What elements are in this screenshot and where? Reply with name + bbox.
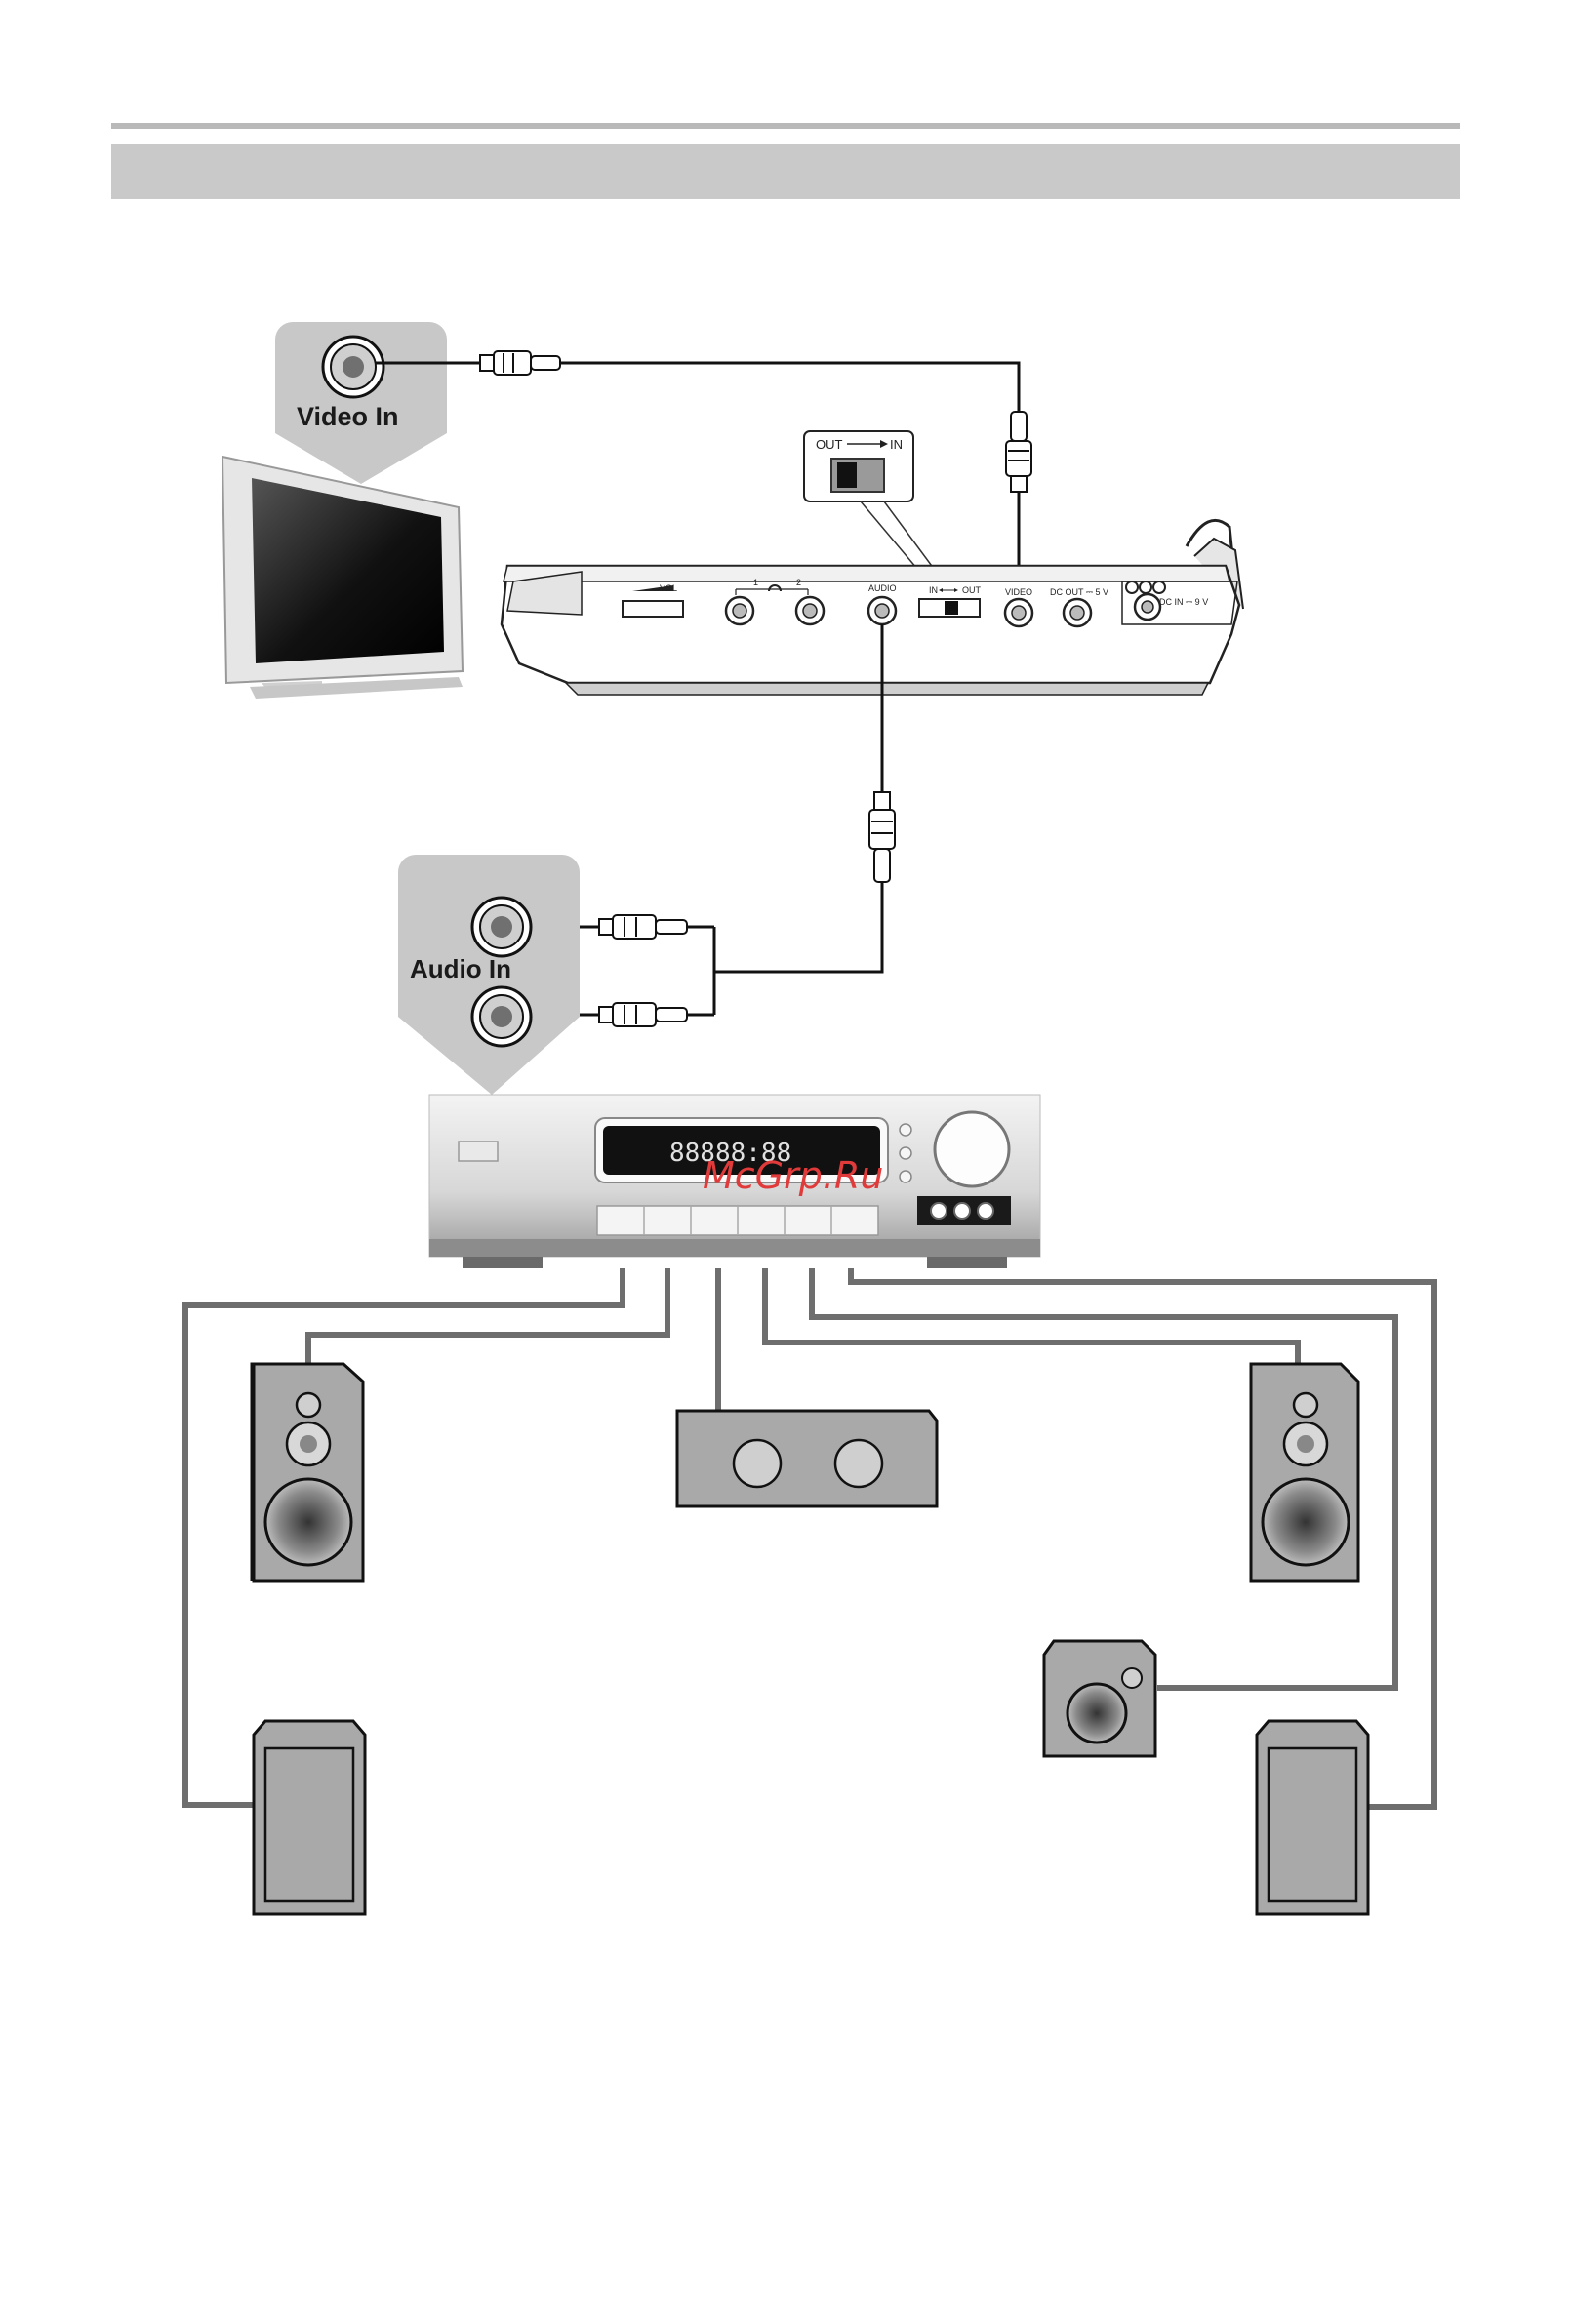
player-switch-out-label: OUT (962, 585, 982, 595)
tv-icon (222, 457, 463, 699)
av-receiver: 88888:88 McGrp.Ru (429, 1095, 1040, 1268)
audio-in-jack-upper-icon (472, 898, 531, 956)
center-speaker-icon (677, 1411, 937, 1506)
audio-in-callout: Audio In (398, 855, 580, 1095)
video-rca-plug-left-icon (480, 351, 560, 375)
receiver-button-2[interactable] (900, 1147, 911, 1159)
video-in-callout: Video In (252, 322, 447, 484)
audio-rca-plug-lower-icon (599, 1003, 687, 1026)
front-left-speaker-icon (252, 1364, 363, 1581)
receiver-button-3[interactable] (900, 1171, 911, 1182)
vol-label: VOL (660, 583, 677, 593)
dvd-player: VOL 1 2 AUDIO IN OUT VIDEO DC OUT ⎓ 5 V (502, 520, 1243, 695)
front-right-speaker-icon (1251, 1364, 1358, 1581)
video-rca-plug-right-icon (1006, 412, 1031, 492)
audio-in-label: Audio In (410, 954, 511, 983)
volume-wheel[interactable] (623, 601, 683, 617)
watermark-text: McGrp.Ru (703, 1154, 883, 1197)
rear-right-speaker-icon (1257, 1721, 1368, 1914)
dc-in-label: DC IN ⎓ 9 V (1159, 597, 1208, 607)
switch-in-label: IN (890, 437, 903, 452)
video-port-label: VIDEO (1005, 587, 1032, 597)
subwoofer-icon (1044, 1641, 1155, 1756)
audio-rca-plug-upper-icon (599, 915, 687, 939)
rear-left-speaker-icon (254, 1721, 365, 1914)
video-in-jack-icon (323, 337, 383, 397)
audio-in-jack-lower-icon (472, 987, 531, 1046)
headphone-1-label: 1 (753, 578, 758, 587)
headphone-2-label: 2 (796, 578, 801, 587)
video-cable (375, 351, 1031, 585)
switch-out-label: OUT (816, 437, 843, 452)
video-in-label: Video In (297, 402, 399, 431)
audio-rca-plug-vertical-icon (869, 792, 895, 882)
player-switch-in-label: IN (929, 585, 938, 595)
audio-port-label: AUDIO (868, 583, 897, 593)
receiver-volume-knob[interactable] (935, 1112, 1009, 1186)
speaker-wires (185, 1268, 1434, 1807)
dc-out-label: DC OUT ⎓ 5 V (1050, 587, 1108, 597)
receiver-button-1[interactable] (900, 1124, 911, 1136)
